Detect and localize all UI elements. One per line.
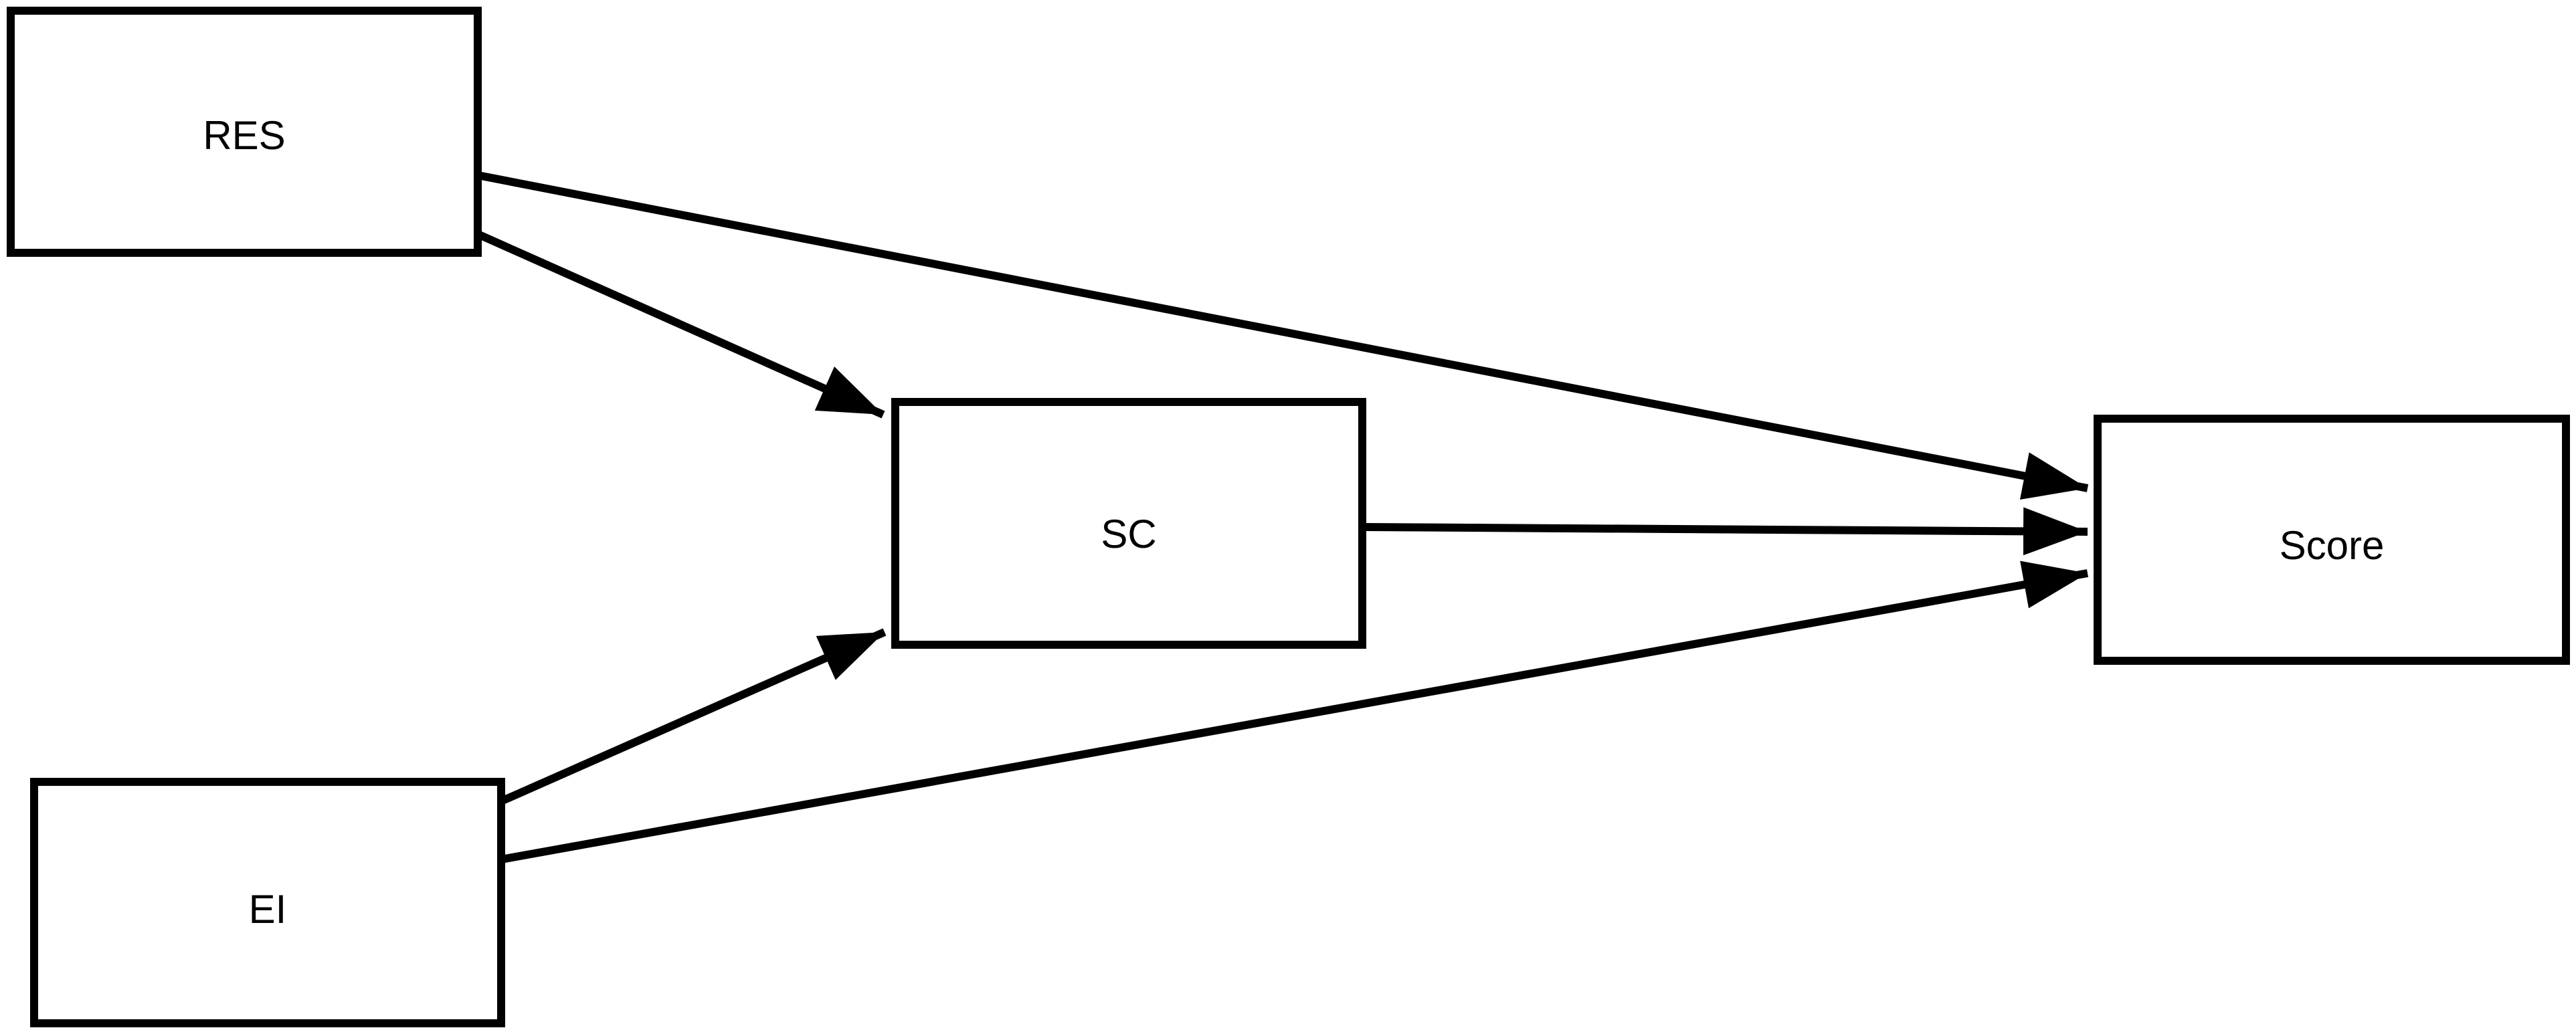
node-sc: SC (891, 398, 1366, 649)
edge-sc-score (1362, 507, 2088, 556)
edge-ei-sc (499, 628, 887, 805)
node-sc-label: SC (1101, 512, 1156, 556)
node-res: RES (7, 7, 482, 257)
edges-layer (476, 171, 2089, 863)
edge-ei-score (500, 560, 2089, 863)
edge-res-sc (476, 230, 885, 419)
edge-res-score (476, 171, 2089, 500)
node-score: Score (2094, 415, 2570, 665)
node-score-label: Score (2280, 523, 2385, 568)
node-res-box (7, 7, 482, 257)
node-ei-label: EI (249, 887, 287, 932)
node-sc-box (891, 398, 1366, 649)
node-ei: EI (30, 778, 505, 1027)
node-res-label: RES (203, 113, 285, 158)
node-ei-box (30, 778, 505, 1027)
node-score-box (2094, 415, 2570, 665)
